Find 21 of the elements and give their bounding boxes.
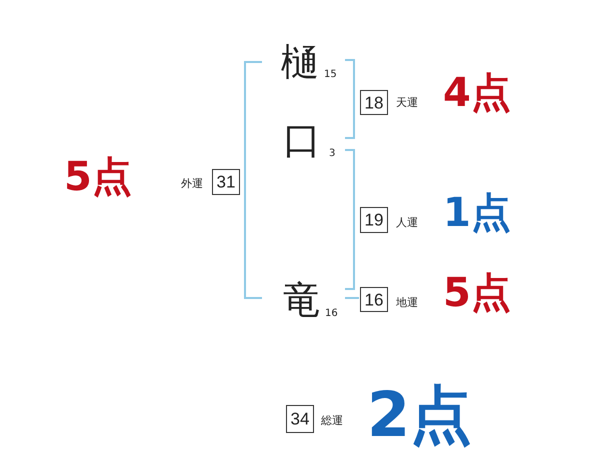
score: 4点 xyxy=(443,73,511,113)
score: 5点 xyxy=(64,157,132,197)
fortune-label: 天運 xyxy=(396,97,418,108)
fortune-number: 16 xyxy=(364,291,384,308)
fortune-label: 地運 xyxy=(396,297,418,308)
kanji-character: 口 xyxy=(283,121,321,159)
fortune-number: 34 xyxy=(290,410,310,428)
kanji-character: 樋 xyxy=(281,43,319,81)
stroke-count: 16 xyxy=(325,309,338,319)
kanji-character: 竜 xyxy=(283,281,321,319)
fortune-number: 31 xyxy=(216,174,236,190)
score: 1点 xyxy=(443,193,511,233)
fortune-label: 人運 xyxy=(396,217,418,228)
fortune-label: 総運 xyxy=(321,415,343,426)
score: 2点 xyxy=(367,384,472,446)
fortune-number: 19 xyxy=(364,212,384,228)
score: 5点 xyxy=(443,273,511,313)
stroke-count: 3 xyxy=(329,149,336,159)
fortune-label: 外運 xyxy=(181,178,203,189)
fortune-number: 18 xyxy=(364,94,384,111)
stroke-count: 15 xyxy=(324,70,337,80)
